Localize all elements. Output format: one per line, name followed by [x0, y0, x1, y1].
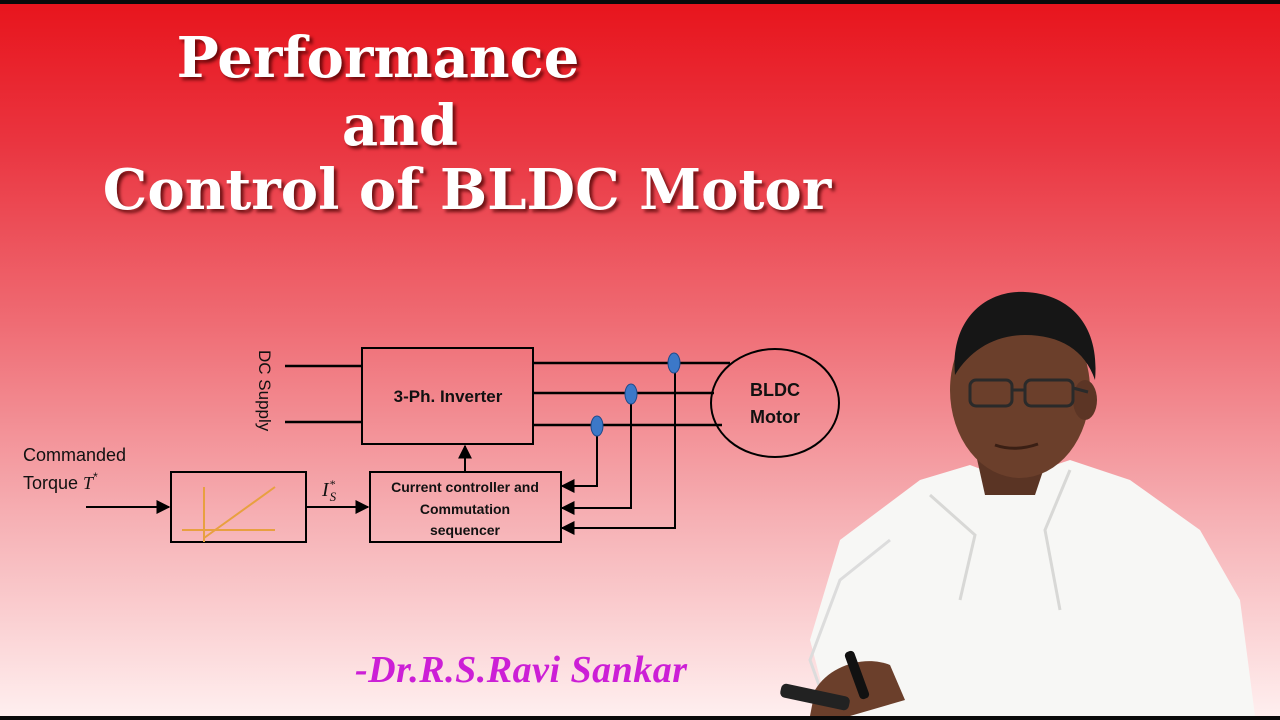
commanded-label-1: Commanded	[23, 445, 126, 465]
controller-block	[369, 471, 562, 543]
feedback-line-a	[560, 363, 676, 535]
limiter-curve	[203, 486, 276, 539]
limiter-block	[170, 471, 307, 543]
current-sensor-b	[624, 383, 638, 405]
inverter-label: 3-Ph. Inverter	[394, 387, 503, 406]
title-line-2: and	[341, 93, 459, 159]
inverter-block	[361, 347, 534, 445]
bldc-motor	[710, 348, 840, 458]
dc-supply-label: DC Supply	[255, 350, 274, 432]
current-ref-label: IS*	[321, 477, 337, 504]
feedback-line-c	[560, 425, 598, 493]
controller-label-1: Current controller and	[391, 479, 539, 495]
motor-label-2: Motor	[750, 407, 800, 427]
motor-label-1: BLDC	[750, 380, 800, 400]
title-line-1: Performance	[176, 25, 580, 91]
current-sensor-a	[667, 352, 681, 374]
current-sensor-c	[590, 415, 604, 437]
title-line-3: Control of BLDC Motor	[102, 157, 832, 223]
controller-label-2: Commutation	[420, 501, 510, 517]
author-name: -Dr.R.S.Ravi Sankar	[355, 649, 688, 691]
presenter-photo	[780, 291, 1255, 716]
controller-label-3: sequencer	[430, 522, 501, 538]
feedback-line-b	[560, 393, 632, 515]
